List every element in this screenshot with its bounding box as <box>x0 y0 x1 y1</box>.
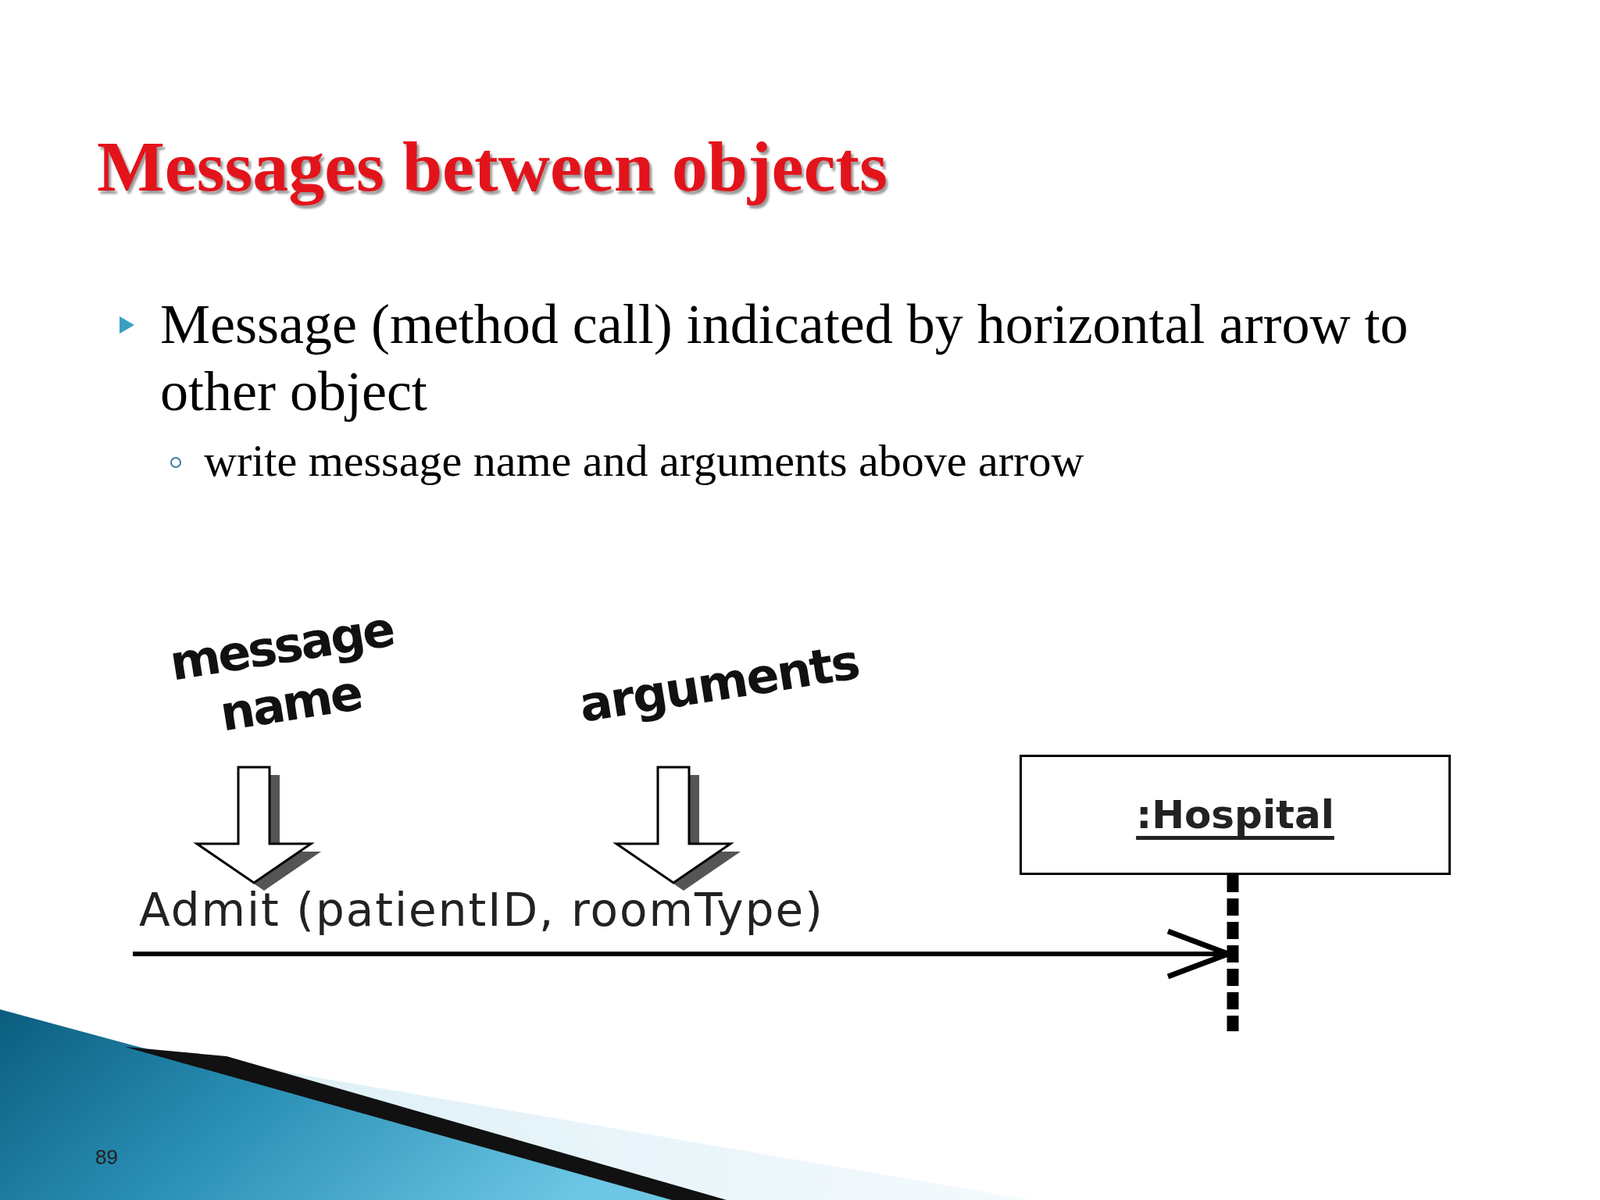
callout-text: message name <box>146 596 427 753</box>
message-label-wrap: Admit (patientID, roomType) <box>139 884 825 936</box>
sub-bullet-circle <box>171 457 181 468</box>
page-number: 89 <box>95 1145 118 1170</box>
callout-text: arguments <box>575 632 863 733</box>
object-name: :Hospital <box>1135 792 1335 838</box>
callout-text-wrap: message name <box>146 596 427 753</box>
page-number-wrap: 89 <box>95 1145 118 1170</box>
sub-bullet-text-wrap: write message name and arguments above a… <box>203 434 1084 487</box>
message-label: Admit (patientID, roomType) <box>139 884 825 936</box>
callout-text-wrap: arguments <box>575 632 863 733</box>
slide-title-wrap: Messages between objects <box>96 125 888 208</box>
bullet-triangle <box>119 316 135 334</box>
arrowhead <box>1167 931 1229 977</box>
black-swoosh <box>125 1046 727 1200</box>
callout-arrow <box>616 767 741 891</box>
callout-arrow <box>196 767 322 891</box>
message-arrow <box>132 951 1229 957</box>
bullet-text: Message (method call) indicated by horiz… <box>160 290 1520 425</box>
sub-bullet-text: write message name and arguments above a… <box>203 434 1084 487</box>
slide-title: Messages between objects <box>96 125 888 208</box>
bullet-text-wrap: Message (method call) indicated by horiz… <box>160 290 1520 425</box>
object-box: :Hospital <box>1019 754 1451 875</box>
